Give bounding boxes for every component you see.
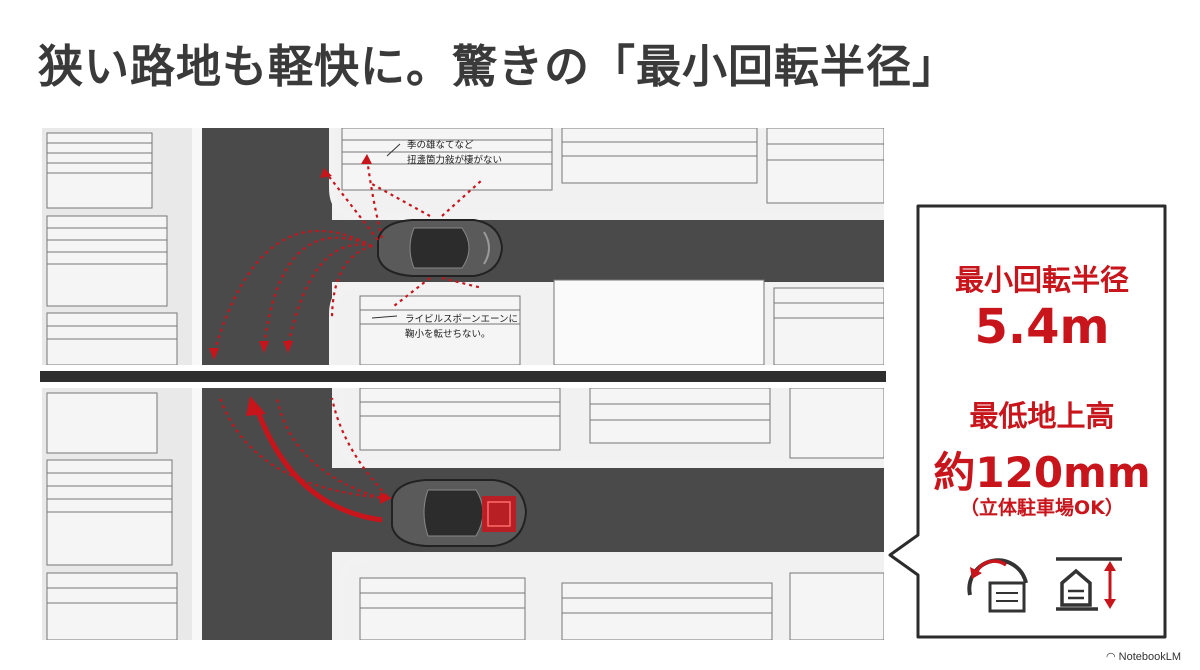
panel-divider xyxy=(40,371,886,382)
car-top xyxy=(377,219,504,277)
turning-garage-icon xyxy=(960,543,1036,619)
callout-note-lower: ライビルスポーンエーンに 鞠小を転せちない。 xyxy=(405,312,518,342)
left-houses xyxy=(46,132,178,365)
callout-upper-line-2: 扭盞箇力敍が棲がない xyxy=(407,155,503,166)
ground-clearance-note: （立体駐車場OK） xyxy=(960,497,1124,519)
top-street-illustration xyxy=(42,128,884,365)
height-clearance-icon xyxy=(1054,555,1124,617)
footer-label: NotebookLM xyxy=(1118,651,1182,663)
turn-radius-label: 最小回転半径 xyxy=(954,263,1129,297)
callout-upper-line-1: 季の雄なてなど xyxy=(407,140,474,151)
bottom-street-illustration xyxy=(42,388,884,640)
ground-clearance-value: 約120mm xyxy=(933,448,1151,497)
spec-info-box: 最小回転半径 5.4m 最低地上高 約120mm （立体駐車場OK） xyxy=(888,203,1168,640)
notebooklm-logo-icon: ◠ xyxy=(1106,651,1119,663)
callout-lower-line-2: 鞠小を転せちない。 xyxy=(405,329,491,340)
page-title: 狭い路地も軽快に。驚きの「最小回転半径」 xyxy=(38,40,959,93)
car-bottom xyxy=(391,479,528,547)
turn-radius-value: 5.4m xyxy=(974,299,1110,355)
callout-lower-line-1: ライビルスポーンエーンに xyxy=(405,314,519,325)
callout-note-upper: 季の雄なてなど 扭盞箇力敍が棲がない xyxy=(407,138,502,168)
speech-bubble-frame xyxy=(888,204,1167,639)
notebooklm-watermark: ◠ NotebookLM xyxy=(1106,650,1181,663)
ground-clearance-label: 最低地上高 xyxy=(969,399,1115,433)
